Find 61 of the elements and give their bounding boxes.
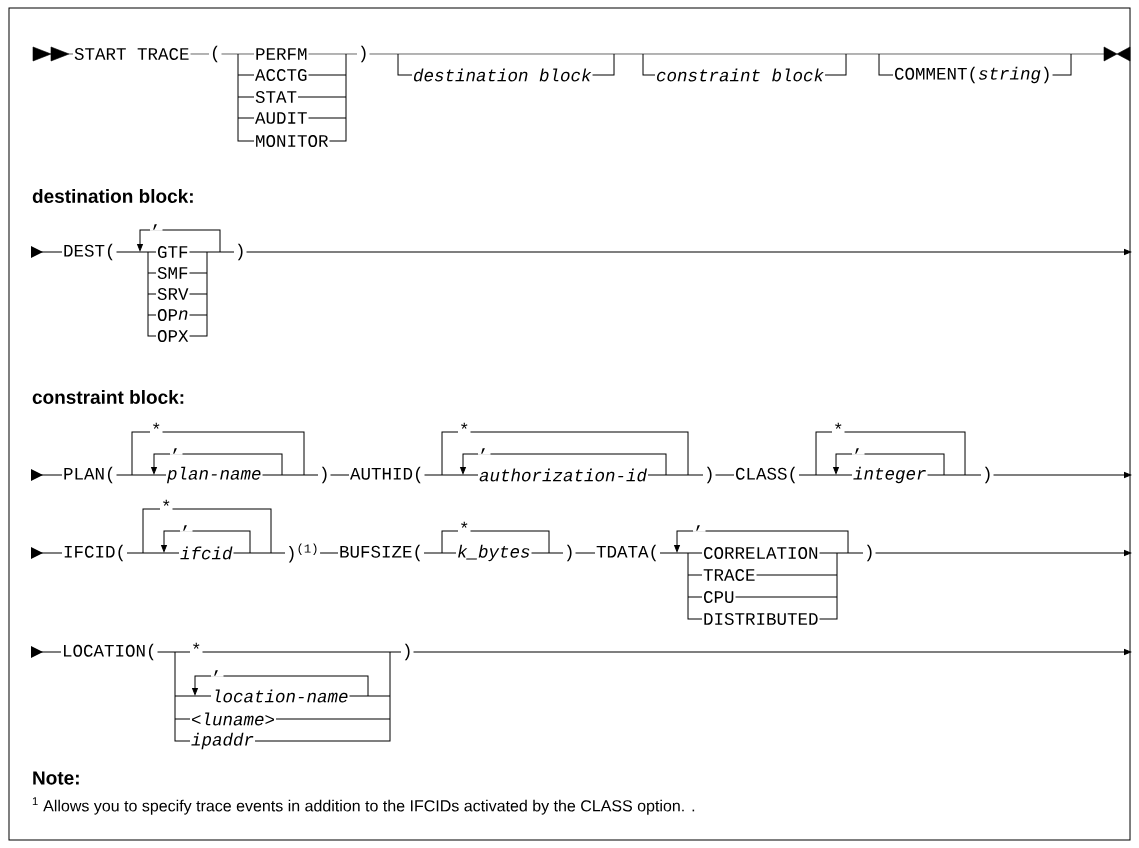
keyword: COMMENT(string): [893, 65, 1053, 85]
keyword: DISTRIBUTED: [702, 612, 820, 626]
keyword: START TRACE: [73, 47, 191, 61]
section-heading: constraint block:: [31, 389, 187, 405]
variable: destination block: [412, 67, 593, 83]
keyword: BUFSIZE(: [338, 543, 424, 563]
section-heading: Note:: [31, 770, 82, 786]
keyword: GTF: [156, 245, 190, 259]
keyword: ): [234, 242, 247, 262]
keyword: ): [563, 543, 576, 563]
keyword: SRV: [156, 287, 190, 301]
keyword: )$^{(1)}$: [285, 542, 321, 564]
keyword: ): [981, 465, 994, 485]
keyword: AUTHID(: [349, 465, 425, 485]
variable: <luname>: [190, 711, 276, 727]
keyword: PLAN(: [62, 465, 117, 485]
keyword: TDATA(: [595, 543, 660, 563]
keyword: OPX: [156, 329, 190, 343]
repeat-separator: ,: [180, 524, 193, 532]
keyword: ): [703, 465, 716, 485]
default-value: *: [190, 641, 203, 657]
default-value: *: [458, 421, 471, 437]
repeat-separator: ,: [211, 669, 224, 677]
repeat-separator: ,: [852, 447, 865, 455]
repeat-separator: ,: [170, 447, 183, 455]
variable: integer: [852, 465, 928, 485]
keyword: STAT: [254, 90, 298, 104]
variable: location-name: [211, 688, 350, 704]
keyword: AUDIT: [254, 111, 309, 125]
keyword: PERFM: [254, 47, 309, 61]
footnote-text: $^{1}$ Allows you to specify trace events in addition to the IFCIDs activated by the CLASS option. .: [31, 796, 697, 816]
variable: n: [177, 309, 190, 321]
variable: authorization-id: [478, 467, 649, 483]
keyword: (: [209, 44, 222, 64]
variable: constraint block: [655, 67, 826, 83]
keyword: SMF: [156, 266, 190, 280]
keyword: ): [318, 465, 331, 485]
keyword: CORRELATION: [702, 546, 820, 560]
repeat-separator: ,: [478, 447, 491, 455]
keyword: ACCTG: [254, 68, 309, 82]
keyword: DEST(: [62, 242, 117, 262]
variable: k_bytes: [456, 543, 532, 563]
repeat-separator: ,: [693, 524, 706, 532]
keyword: ): [863, 543, 876, 563]
keyword: TRACE: [702, 568, 757, 582]
keyword: CLASS(: [734, 465, 799, 485]
variable: ifcid: [179, 545, 234, 561]
keyword: CPU: [702, 590, 736, 604]
variable: ipaddr: [190, 731, 255, 751]
keyword: IFCID(: [62, 543, 127, 563]
variable: plan-name: [166, 465, 263, 485]
repeat-separator: ,: [150, 223, 163, 231]
default-value: *: [160, 498, 173, 514]
default-value: *: [150, 421, 163, 437]
keyword: LOCATION(: [61, 642, 158, 662]
default-value: *: [832, 421, 845, 437]
section-heading: destination block:: [31, 188, 196, 204]
keyword: ): [401, 642, 414, 662]
keyword: ): [357, 44, 370, 64]
keyword: MONITOR: [254, 134, 330, 148]
default-value: *: [458, 520, 471, 536]
